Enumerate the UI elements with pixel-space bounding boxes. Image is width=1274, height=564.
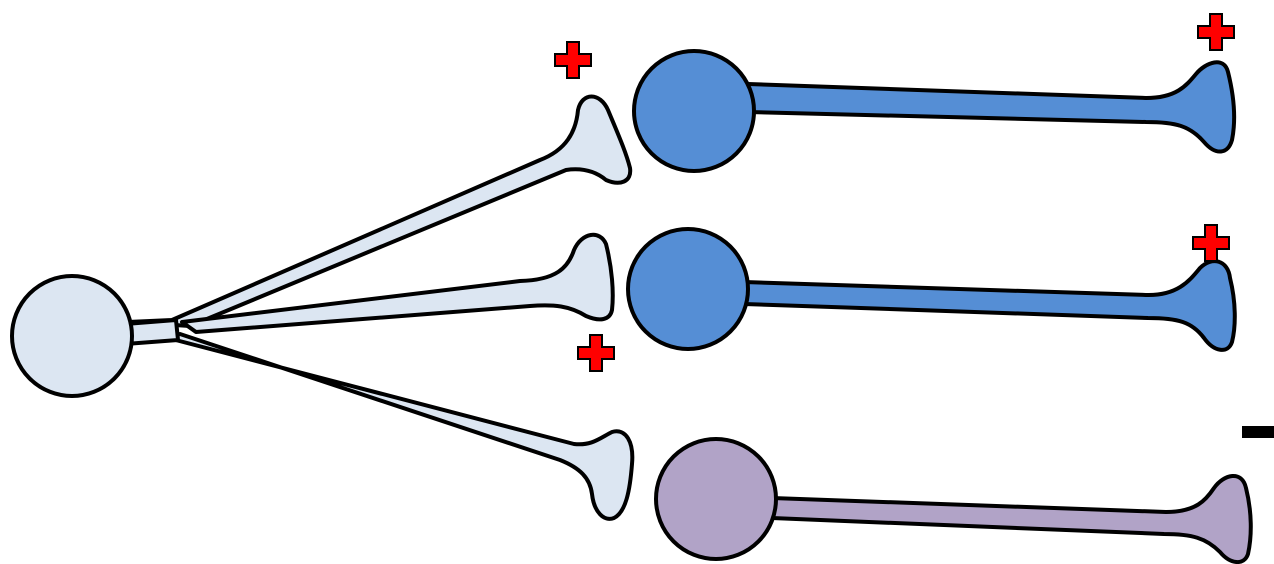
target-bottom-soma — [654, 437, 778, 561]
source-axon-branch-bottom — [166, 332, 635, 521]
target-middle-axon — [742, 259, 1237, 352]
target-bottom-axon — [770, 474, 1253, 564]
plus-icon — [1197, 13, 1235, 51]
target-top-axon — [746, 60, 1237, 154]
plus-icon — [1192, 224, 1230, 262]
target-neuron-bottom — [654, 437, 1253, 564]
source-axon-branch-top — [126, 94, 633, 328]
minus-icon — [1242, 426, 1274, 438]
target-neuron-middle — [626, 227, 1237, 352]
plus-icon — [554, 41, 592, 79]
target-top-soma — [632, 49, 756, 173]
target-middle-soma — [626, 227, 750, 351]
target-neuron-top — [632, 49, 1237, 173]
source-neuron — [10, 94, 635, 521]
source-soma — [10, 274, 134, 398]
source-axon-branch-middle — [180, 233, 615, 334]
sign-markers — [554, 13, 1274, 438]
plus-icon — [577, 334, 615, 372]
